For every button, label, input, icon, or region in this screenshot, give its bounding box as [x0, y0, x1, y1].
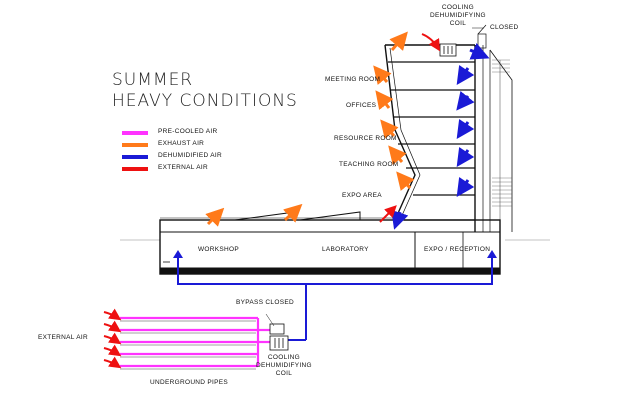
room-label-resource: RESOURCE ROOM [334, 135, 397, 142]
duct-arrowheads [173, 250, 497, 258]
room-label-meeting: MEETING ROOM [325, 76, 381, 83]
label-closed: CLOSED [490, 24, 519, 31]
room-label-laboratory: LABORATORY [322, 246, 369, 253]
legend-label: DEHUMIDIFIED AIR [158, 152, 223, 159]
room-label-expo-reception: EXPO / RECEPTION [424, 246, 491, 253]
supply-arrows [391, 43, 490, 230]
underground-pipes [120, 316, 270, 368]
legend-label: EXHAUST AIR [158, 140, 205, 147]
room-label-offices: OFFICES [346, 102, 377, 109]
legend-label: EXTERNAL AIR [158, 164, 208, 171]
room-label-teaching: TEACHING ROOM [339, 161, 399, 168]
legend-label: PRE-COOLED AIR [158, 128, 218, 135]
room-label-expo-area: EXPO AREA [342, 192, 382, 199]
diagram-title-line2: HEAVY CONDITIONS [112, 91, 298, 111]
legend-item-precooled: PRE-COOLED AIR [122, 128, 322, 137]
bottom-coil-unit [269, 323, 289, 351]
legend-swatch [122, 155, 148, 159]
pipe-inner-lines [120, 320, 256, 370]
legend-item-exhaust: EXHAUST AIR [122, 140, 322, 149]
legend-swatch [122, 167, 148, 171]
legend-item-dehumidified: DEHUMIDIFIED AIR [122, 152, 322, 161]
label-top-coil: COOLING DEHUMIDIFYING COIL [430, 4, 486, 27]
leader-lines [265, 27, 484, 327]
legend-item-external: EXTERNAL AIR [122, 164, 322, 173]
exhaust-arrows [205, 31, 415, 227]
top-coil-unit [439, 43, 457, 57]
label-bottom-coil: COOLING DEHUMIDIFYING COIL [256, 354, 312, 377]
legend-swatch [122, 143, 148, 147]
label-bypass-closed: BYPASS CLOSED [236, 299, 294, 306]
label-underground-pipes: UNDERGROUND PIPES [150, 379, 229, 386]
external-air-arrows [103, 33, 441, 369]
label-external-air: EXTERNAL AIR [38, 334, 88, 341]
room-label-workshop: WORKSHOP [198, 246, 240, 253]
facade-screen-hatch [492, 59, 512, 207]
legend-swatch [122, 131, 148, 135]
lower-block [159, 211, 501, 275]
diagram-title-line1: SUMMER [112, 70, 194, 90]
dehumidified-duct [177, 258, 493, 341]
